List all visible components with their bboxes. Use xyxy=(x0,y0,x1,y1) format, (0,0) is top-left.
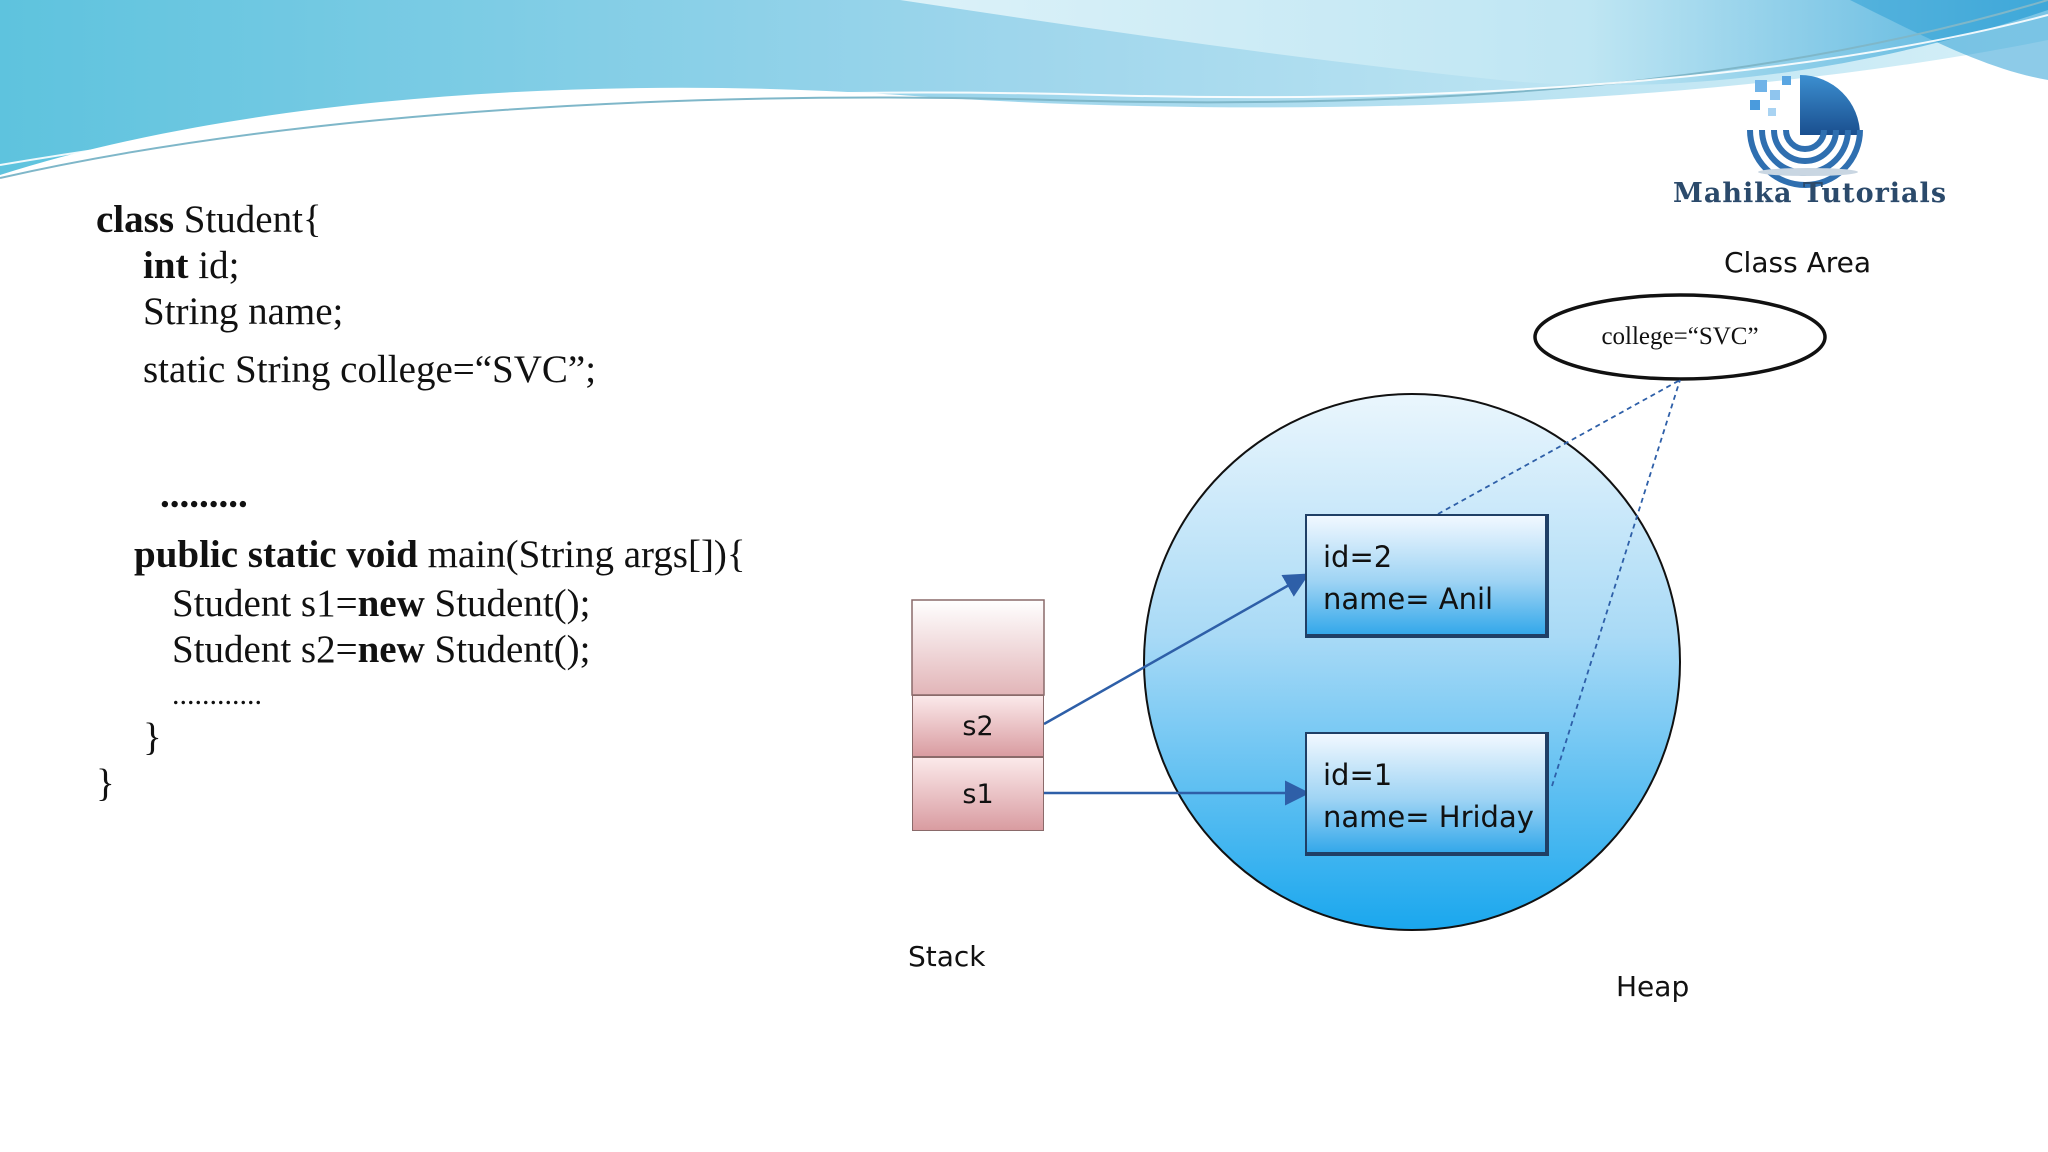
static-link-obj2 xyxy=(1437,379,1681,515)
code-line-int-id: int id; xyxy=(143,244,240,287)
stack-empty-region xyxy=(911,599,1045,696)
code-line-new-s1: Student s1=new Student(); xyxy=(172,582,591,625)
stack-label: Stack xyxy=(908,940,986,973)
heap-label: Heap xyxy=(1616,970,1690,1003)
code-line-ellipsis-2: ............ xyxy=(172,678,262,711)
class-area-ellipse xyxy=(1533,293,1827,381)
header-wave-banner xyxy=(0,0,2048,179)
pointer-s2-arrow xyxy=(1043,573,1310,726)
object-name-label: name= Hriday xyxy=(1323,800,1534,834)
code-line-close-main: } xyxy=(143,716,162,759)
code-line-ellipsis: ......... xyxy=(160,473,248,516)
code-line-new-s2: Student s2=new Student(); xyxy=(172,628,591,671)
object-name-label: name= Anil xyxy=(1323,582,1494,616)
stack-cell-s2: s2 xyxy=(912,695,1044,757)
code-line-static-college: static String college=“SVC”; xyxy=(143,348,597,391)
object-id-label: id=1 xyxy=(1323,758,1393,792)
static-field-label: college=“SVC” xyxy=(1601,323,1759,350)
code-line-string-name: String name; xyxy=(143,290,344,333)
object-id-label: id=2 xyxy=(1323,540,1393,574)
stack-cell-s1: s1 xyxy=(912,757,1044,831)
code-line-close-class: } xyxy=(96,762,115,805)
code-line-main-method: public static void main(String args[]){ xyxy=(134,533,746,576)
mahika-logo-icon xyxy=(1747,75,1863,188)
heap-object-hriday: id=1 name= Hriday xyxy=(1305,732,1549,856)
heap-object-anil: id=2 name= Anil xyxy=(1305,514,1549,638)
code-line-class-decl: class Student{ xyxy=(96,198,322,241)
brand-name: Mahika Tutorials xyxy=(1672,178,1948,209)
class-area-label: Class Area xyxy=(1724,246,1871,279)
static-link-obj1 xyxy=(1551,379,1681,787)
